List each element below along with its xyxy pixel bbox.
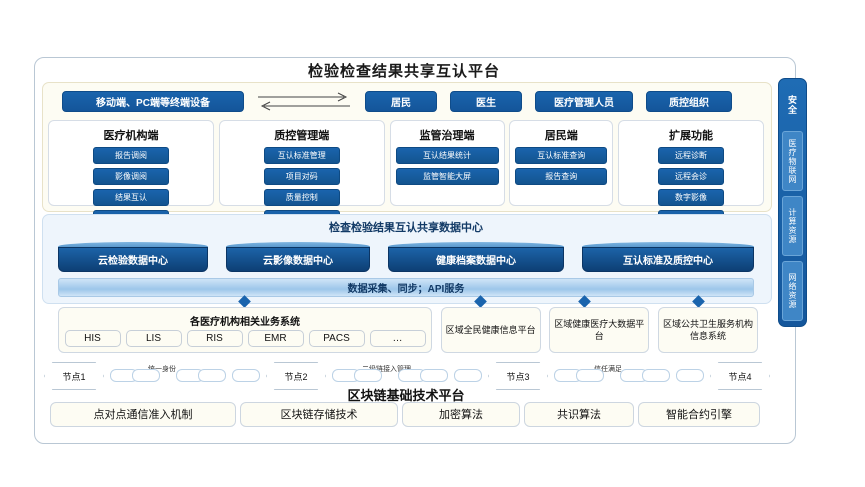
chain-node[interactable]: 节点3 — [488, 362, 548, 390]
data-center-cylinder[interactable]: 云影像数据中心 — [226, 242, 370, 272]
sidebar-header-security: 安全 — [787, 95, 797, 115]
feature-chip[interactable]: 影像调阅 — [93, 168, 169, 185]
tech-encryption[interactable]: 加密算法 — [402, 401, 520, 427]
security-sidebar: 安全 医疗物联网 计算资源 网络资源 — [778, 78, 807, 327]
cylinder-top-icon — [58, 242, 208, 251]
feature-chip[interactable]: 结果互认 — [93, 189, 169, 206]
data-centers-row: 云检验数据中心 云影像数据中心 健康档案数据中心 互认标准及质控中心 — [58, 240, 754, 274]
chain-link-group: 信任满足 — [550, 366, 706, 382]
system-pill-more[interactable]: … — [369, 330, 426, 347]
chain-node[interactable]: 节点2 — [266, 362, 326, 390]
feature-chip[interactable]: 互认结果统计 — [395, 147, 499, 164]
chain-link-icon — [676, 369, 704, 382]
cylinder-top-icon — [226, 242, 370, 251]
chain-link-icon — [132, 369, 160, 382]
blockchain-nodes-row: 节点1 节点2 节点3 节点4 统一身份 二级链接入管理 信任满足 — [44, 358, 770, 392]
role-button-resident[interactable]: 居民 — [365, 90, 437, 112]
feature-chip[interactable]: 远程诊断 — [658, 147, 724, 164]
data-center-label: 健康档案数据中心 — [388, 247, 564, 272]
feature-chip[interactable]: 远程会诊 — [658, 168, 724, 185]
terminal-devices-button[interactable]: 移动端、PC端等终端设备 — [62, 90, 244, 112]
chain-node[interactable]: 节点4 — [710, 362, 770, 390]
system-pill-pacs[interactable]: PACS — [308, 330, 365, 347]
feature-chip[interactable]: 数字影像 — [658, 189, 724, 206]
feature-chip[interactable]: 互认标准管理 — [263, 147, 340, 164]
cylinder-top-icon — [582, 242, 754, 251]
chain-link-group: 二级链接入管理 — [328, 366, 484, 382]
data-center-cylinder[interactable]: 云检验数据中心 — [58, 242, 208, 272]
feature-chip[interactable]: 报告调阅 — [93, 147, 169, 164]
regional-platform-public-health[interactable]: 区域公共卫生服务机构信息系统 — [657, 307, 758, 353]
regional-platform-bigdata[interactable]: 区域健康医疗大数据平台 — [549, 307, 650, 353]
system-pill-his[interactable]: HIS — [64, 330, 121, 347]
feature-chip[interactable]: 监管智能大屏 — [395, 168, 499, 185]
cylinder-top-icon — [388, 242, 564, 251]
panel-title: 质控管理端 — [274, 130, 330, 142]
panel-title: 居民端 — [544, 130, 578, 142]
role-button-qc-org[interactable]: 质控组织 — [646, 90, 732, 112]
page-title: 检验检查结果共享互认平台 — [307, 63, 500, 80]
data-center-label: 互认标准及质控中心 — [582, 247, 754, 272]
chain-label: 信任满足 — [594, 366, 622, 373]
application-panels-row: 医疗机构端 报告调阅 影像调阅 结果互认 电子病历引用 质控管理端 互认标准管理… — [48, 120, 764, 227]
chain-label: 二级链接入管理 — [362, 366, 411, 373]
feature-chip[interactable]: 互认标准查询 — [515, 147, 608, 164]
panel-title: 监管治理端 — [419, 130, 475, 142]
roles-row: 移动端、PC端等终端设备 居民 医生 医疗管理人员 质控组织 — [48, 86, 764, 116]
data-center-cylinder[interactable]: 健康档案数据中心 — [388, 242, 564, 272]
chain-link-icon — [354, 369, 382, 382]
chain-link-icon — [198, 369, 226, 382]
role-button-medical-admin[interactable]: 医疗管理人员 — [535, 90, 633, 112]
sidebar-item-iot[interactable]: 医疗物联网 — [782, 131, 803, 191]
blockchain-technologies-row: 点对点通信准入机制 区块链存储技术 加密算法 共识算法 智能合约引擎 — [50, 400, 760, 428]
chain-link-group: 统一身份 — [106, 366, 262, 382]
sidebar-item-network[interactable]: 网络资源 — [782, 261, 803, 321]
chain-link-icon — [454, 369, 482, 382]
data-center-label: 云影像数据中心 — [226, 247, 370, 272]
tech-consensus[interactable]: 共识算法 — [524, 401, 634, 427]
bidirectional-arrows-icon — [256, 90, 352, 112]
api-service-bar: 数据采集、同步；API服务 — [58, 278, 754, 297]
tech-p2p-access[interactable]: 点对点通信准入机制 — [50, 401, 236, 427]
feature-chip[interactable]: 报告查询 — [515, 168, 608, 185]
feature-chip[interactable]: 项目对码 — [263, 168, 340, 185]
panel-title: 扩展功能 — [669, 130, 713, 142]
hospital-systems-group: 各医疗机构相关业务系统 HIS LIS RIS EMR PACS … — [58, 307, 432, 353]
tech-smart-contract[interactable]: 智能合约引擎 — [638, 401, 760, 427]
panel-supervision: 监管治理端 互认结果统计 监管智能大屏 — [389, 120, 505, 206]
data-layer-title: 检查检验结果互认共享数据中心 — [329, 222, 483, 234]
sidebar-item-compute[interactable]: 计算资源 — [782, 196, 803, 256]
feature-chip[interactable]: 质量控制 — [263, 189, 340, 206]
panel-extended-functions: 扩展功能 远程诊断 远程会诊 数字影像 远程教学 — [618, 120, 764, 227]
system-pill-ris[interactable]: RIS — [186, 330, 243, 347]
chain-node[interactable]: 节点1 — [44, 362, 104, 390]
panel-quality-control: 质控管理端 互认标准管理 项目对码 质量控制 质控分析 — [218, 120, 385, 227]
group-title: 各医疗机构相关业务系统 — [190, 317, 300, 328]
chain-label: 统一身份 — [148, 366, 176, 373]
tech-chain-storage[interactable]: 区块链存储技术 — [240, 401, 398, 427]
blockchain-platform-title: 区块链基础技术平台 — [347, 388, 465, 403]
system-pill-emr[interactable]: EMR — [247, 330, 304, 347]
source-systems-row: 各医疗机构相关业务系统 HIS LIS RIS EMR PACS … 区域全民健… — [58, 307, 758, 353]
chain-link-icon — [642, 369, 670, 382]
panel-medical-institution: 医疗机构端 报告调阅 影像调阅 结果互认 电子病历引用 — [48, 120, 214, 227]
role-button-doctor[interactable]: 医生 — [450, 90, 522, 112]
data-center-label: 云检验数据中心 — [58, 247, 208, 272]
system-pill-lis[interactable]: LIS — [125, 330, 182, 347]
data-center-cylinder[interactable]: 互认标准及质控中心 — [582, 242, 754, 272]
chain-link-icon — [232, 369, 260, 382]
panel-title: 医疗机构端 — [103, 130, 159, 142]
panel-resident: 居民端 互认标准查询 报告查询 — [509, 120, 614, 206]
chain-link-icon — [576, 369, 604, 382]
regional-platform-health-info[interactable]: 区域全民健康信息平台 — [440, 307, 541, 353]
chain-link-icon — [420, 369, 448, 382]
